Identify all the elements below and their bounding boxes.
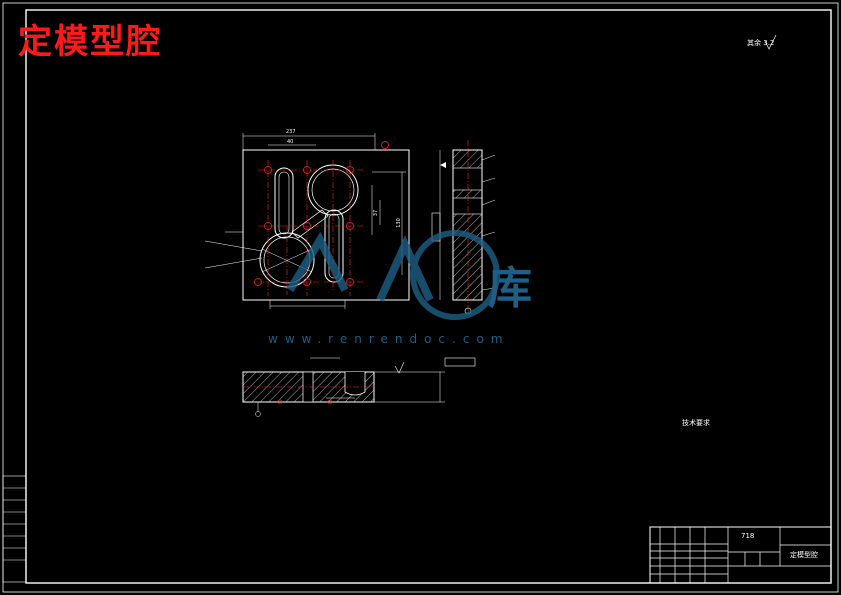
dim-inner-right: 37	[373, 209, 380, 217]
inner-border	[25, 9, 832, 584]
title-block-material: 718	[741, 532, 755, 540]
dim-top-left: 40	[287, 139, 294, 145]
watermark-logo	[286, 230, 500, 320]
side-view	[431, 140, 496, 315]
margin-stamp	[2, 475, 27, 583]
title-block-drawing-name: 定模型腔	[790, 551, 818, 559]
roughness-symbol	[764, 34, 777, 50]
dim-top-width: 237	[286, 129, 296, 135]
section-view	[242, 357, 476, 417]
dim-height-right: 130	[395, 218, 402, 228]
roughness-note-label: 其余	[747, 39, 761, 47]
roughness-value: 3.2	[763, 39, 775, 47]
roughness-note: 其余 3.2	[747, 38, 774, 48]
title-block	[649, 526, 832, 584]
watermark-brand: 库	[488, 263, 532, 314]
main-view	[204, 133, 410, 309]
drawing-title: 定模型腔	[18, 22, 162, 62]
watermark-site: www.renrendoc.com	[268, 332, 510, 346]
technical-requirements-heading: 技术要求	[682, 419, 710, 427]
